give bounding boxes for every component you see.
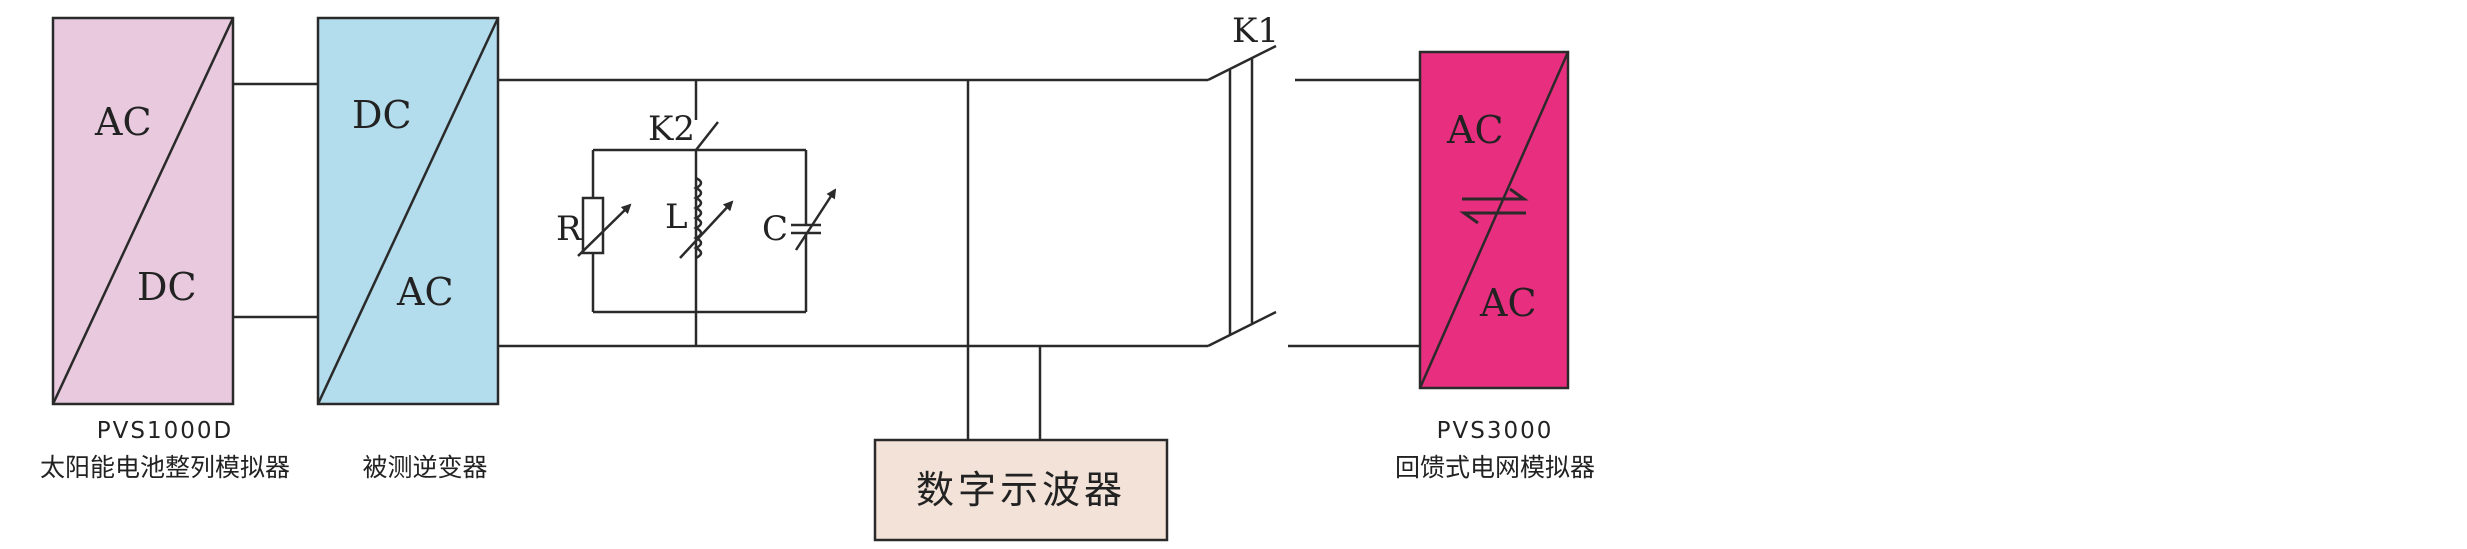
k1-switch: K1 <box>1207 11 1420 348</box>
oscilloscope-box <box>873 438 1169 542</box>
digital-oscilloscope-block: 数字示波器 <box>873 438 1169 542</box>
inverter-under-test-block: DC AC <box>316 16 500 406</box>
inductor-label: L <box>665 197 688 237</box>
resistor-label: R <box>556 209 583 249</box>
resistor-variable-arrow <box>577 203 632 257</box>
oscilloscope-wires <box>966 80 1042 440</box>
grid-bottom-label: AC <box>1479 281 1537 325</box>
solar-array-simulator-block: AC DC <box>51 16 235 406</box>
solar-diagonal <box>51 17 235 405</box>
oscilloscope-label: 数字示波器 <box>916 468 1126 512</box>
resistor-symbol <box>581 196 605 255</box>
grid-diagonal <box>1418 51 1570 389</box>
capacitor-label: C <box>762 209 788 249</box>
bidirectional-arrows-icon <box>1459 187 1529 225</box>
dc-link-wires <box>233 82 318 319</box>
solar-model-label: PVS1000D <box>96 418 234 444</box>
inverter-top-label: DC <box>352 93 412 137</box>
grid-simulator-block: AC AC <box>1418 50 1570 390</box>
k2-label: K2 <box>648 109 695 149</box>
inductor-variable-arrow <box>679 200 734 259</box>
solar-bottom-label: DC <box>137 265 197 309</box>
ac-bus-wires <box>498 78 1208 348</box>
inverter-name-label: 被测逆变器 <box>362 453 488 482</box>
solar-top-label: AC <box>94 100 152 144</box>
capacitor-variable-arrow <box>794 188 837 251</box>
inverter-diagonal <box>316 17 500 405</box>
k2-switch-blade <box>695 121 719 151</box>
k1-label: K1 <box>1232 11 1279 51</box>
inductor-symbol <box>693 176 703 260</box>
grid-model-label: PVS3000 <box>1436 418 1554 444</box>
inverter-bottom-label: AC <box>396 270 454 314</box>
grid-top-label: AC <box>1446 108 1504 152</box>
grid-name-label: 回馈式电网模拟器 <box>1394 453 1595 482</box>
rlc-load: K2 R L C <box>556 80 837 346</box>
solar-name-label: 太阳能电池整列模拟器 <box>39 453 290 482</box>
